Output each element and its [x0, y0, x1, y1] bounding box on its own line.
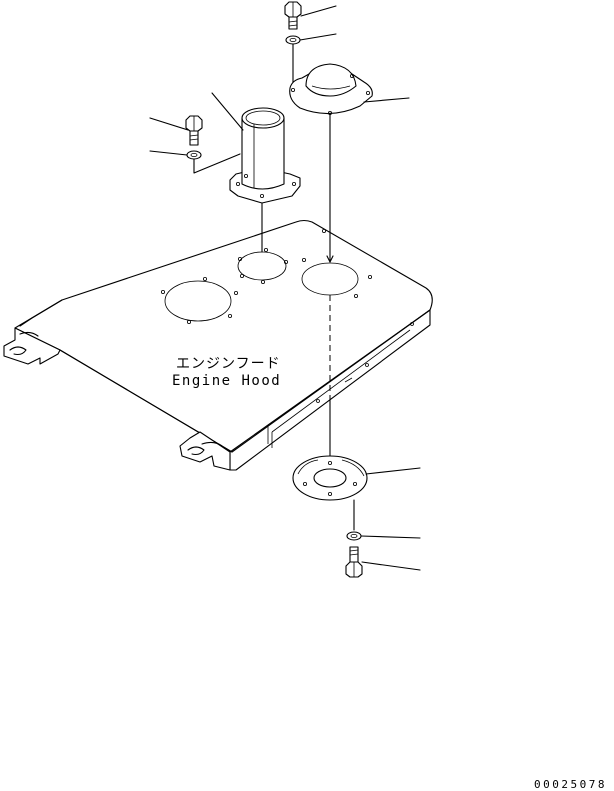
leader-bottom-flange	[365, 467, 421, 475]
bolt-top	[284, 1, 302, 30]
engine-hood-plate: エンジンフード Engine Hood	[3, 219, 433, 471]
hood-opening-right	[301, 262, 359, 296]
washer-top	[285, 35, 301, 45]
leader-washer-top	[299, 33, 337, 41]
washer-left	[186, 150, 202, 160]
hood-opening-left	[164, 280, 232, 322]
leader-bolt-bottom	[361, 561, 421, 571]
washer-bottom	[346, 531, 362, 541]
bolt-left	[185, 115, 203, 146]
hood-label-english: Engine Hood	[172, 373, 281, 389]
hood-mount-tab-rear	[3, 327, 61, 365]
top-cover	[289, 63, 373, 116]
drawing-number: 00025078	[534, 778, 607, 791]
leader-bolt-left	[149, 117, 189, 131]
hood-opening-middle	[237, 251, 287, 281]
leader-top-cover	[363, 97, 410, 103]
hood-mount-tab-front	[179, 431, 231, 471]
leader-exhaust-pipe	[211, 92, 244, 131]
hood-label-japanese: エンジンフード	[176, 356, 281, 372]
bolt-bottom	[345, 546, 363, 578]
leader-bolt-top	[300, 5, 337, 17]
leader-washer-left	[149, 150, 188, 156]
exhaust-pipe	[229, 107, 301, 204]
leader-washer-bottom	[360, 535, 421, 539]
bottom-flange	[292, 455, 368, 501]
